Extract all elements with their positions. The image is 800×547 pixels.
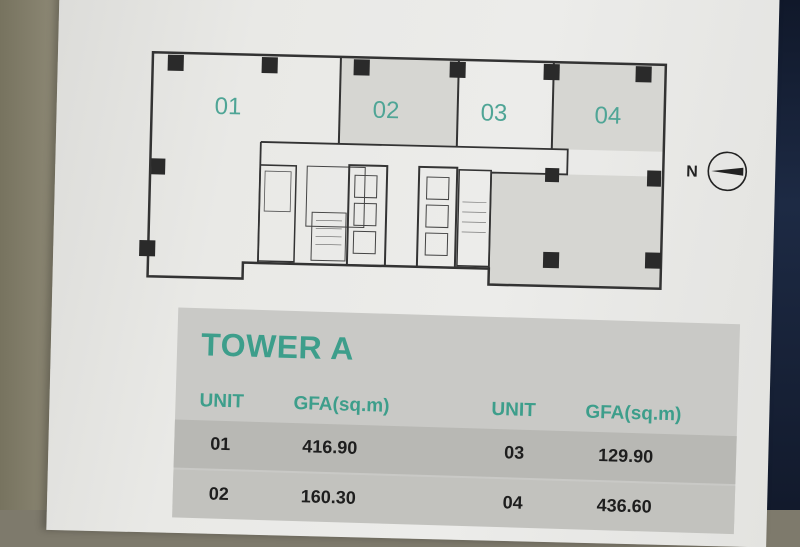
column	[353, 59, 370, 76]
cell-gfa: 416.90	[301, 436, 358, 458]
lift-core-left	[345, 164, 389, 268]
unit-label-01: 01	[214, 93, 241, 121]
stair-treads	[315, 201, 487, 246]
column	[151, 158, 166, 175]
lift-car	[354, 174, 378, 199]
lift-car	[352, 230, 377, 255]
header-gfa-left: GFA(sq.m)	[293, 392, 390, 417]
stair-core-right	[456, 169, 492, 268]
stair-core	[310, 211, 347, 262]
stair-core-left	[257, 164, 298, 263]
column	[167, 54, 184, 72]
column	[543, 63, 560, 81]
header-gfa-right: GFA(sq.m)	[585, 401, 682, 426]
column	[139, 240, 156, 257]
column	[542, 251, 560, 269]
header-unit-right: UNIT	[491, 398, 537, 422]
partition-01-02	[337, 56, 342, 144]
lift-car	[425, 204, 449, 229]
unit-04-area-top	[551, 62, 666, 152]
cell-unit: 02	[208, 483, 230, 505]
cell-unit: 01	[209, 433, 231, 455]
tower-title: TOWER A	[200, 326, 355, 367]
unit-02-area	[338, 56, 459, 147]
unit-label-02: 02	[372, 97, 399, 125]
cell-gfa: 160.30	[300, 486, 357, 508]
brochure-page: 01 02 03 04 N TOWER A UNIT GFA(sq.m) UNI…	[46, 0, 780, 547]
column	[261, 56, 278, 74]
cell-unit: 03	[503, 442, 525, 463]
toilet-block	[263, 170, 292, 213]
cell-unit: 04	[502, 492, 524, 513]
north-arrow-icon	[707, 151, 748, 192]
column	[644, 252, 662, 269]
lift-car	[424, 232, 449, 257]
floor-plan: 01 02 03 04 N	[139, 51, 748, 291]
column	[646, 170, 662, 187]
lift-car	[353, 202, 377, 227]
column	[544, 167, 560, 183]
cell-gfa: 129.90	[597, 445, 654, 467]
cell-gfa: 436.60	[596, 495, 652, 517]
unit-04-area-bottom	[488, 172, 664, 289]
column	[449, 61, 466, 78]
unit-label-03: 03	[480, 99, 507, 127]
column	[635, 66, 652, 83]
header-unit-left: UNIT	[199, 390, 245, 413]
lift-car	[426, 176, 450, 201]
north-label: N	[686, 163, 698, 180]
lift-core-right	[415, 165, 459, 269]
unit-label-04: 04	[594, 102, 621, 130]
gfa-table-panel: TOWER A UNIT GFA(sq.m) UNIT GFA(sq.m) 01…	[172, 307, 741, 535]
